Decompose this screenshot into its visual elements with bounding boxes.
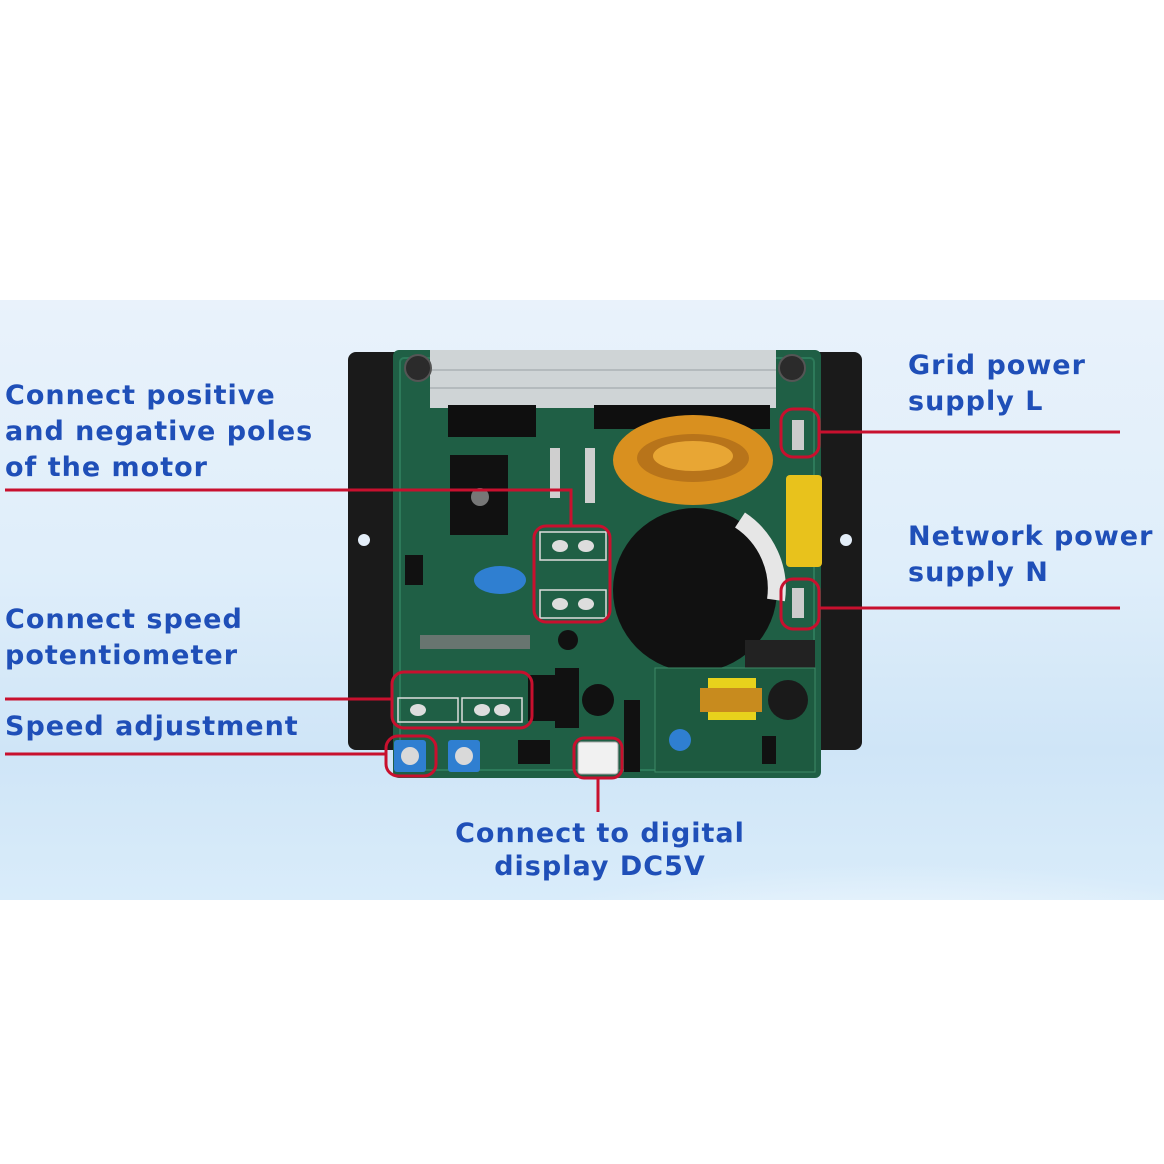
- label-grid-power: Grid power supply L: [908, 350, 1086, 417]
- label-speed-adjust: Speed adjustment: [5, 711, 299, 742]
- callout-speed-pot: [5, 670, 534, 730]
- mount-hole-right: [840, 534, 852, 546]
- callout-digital-display: [572, 736, 624, 812]
- display-connector: [577, 741, 619, 775]
- electrolytic-capacitor: [613, 508, 777, 672]
- screw-left: [404, 354, 432, 382]
- label-speed-pot: Connect speed potentiometer: [5, 604, 243, 671]
- label-digital-display: Connect to digital display DC5V: [455, 818, 745, 882]
- callout-network-power: [779, 577, 1120, 631]
- film-capacitor: [786, 475, 822, 567]
- ceramic-capacitor: [474, 566, 526, 594]
- mount-hole-left: [358, 534, 370, 546]
- heatsink: [430, 350, 776, 408]
- label-motor-poles: Connect positive and negative poles of t…: [5, 380, 314, 483]
- label-network-power: Network power supply N: [908, 521, 1154, 588]
- screw-right: [778, 354, 806, 382]
- callout-grid-power: [779, 407, 1120, 459]
- callout-motor-poles: [5, 488, 612, 624]
- callout-speed-adjust: [5, 734, 438, 778]
